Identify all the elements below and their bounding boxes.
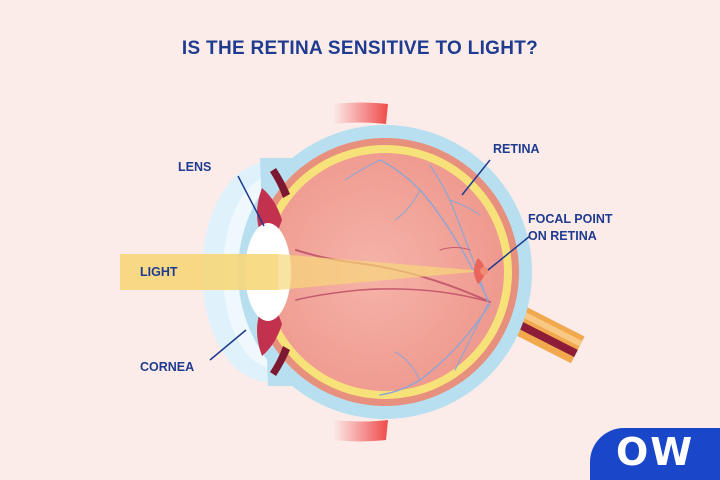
focal-point-pointer [487, 235, 531, 271]
label-cornea: CORNEA [140, 360, 194, 374]
label-lens: LENS [178, 160, 211, 174]
upper-eyelid [333, 102, 388, 124]
logo-text: OW [616, 430, 695, 474]
focused-light [278, 254, 484, 290]
focal-point [474, 258, 485, 284]
lens-pointer [237, 175, 265, 227]
retina-pointer [461, 159, 491, 196]
label-light: LIGHT [140, 265, 178, 279]
label-focal-point-line2: ON RETINA [528, 229, 597, 243]
cornea-pointer [209, 329, 247, 361]
lower-eyelid [333, 420, 388, 442]
light-beam [120, 254, 278, 290]
page-title: IS THE RETINA SENSITIVE TO LIGHT? [181, 38, 539, 59]
brand-logo: OW [590, 428, 720, 480]
label-focal-point-line1: FOCAL POINT [528, 212, 613, 226]
label-retina: RETINA [493, 142, 540, 156]
